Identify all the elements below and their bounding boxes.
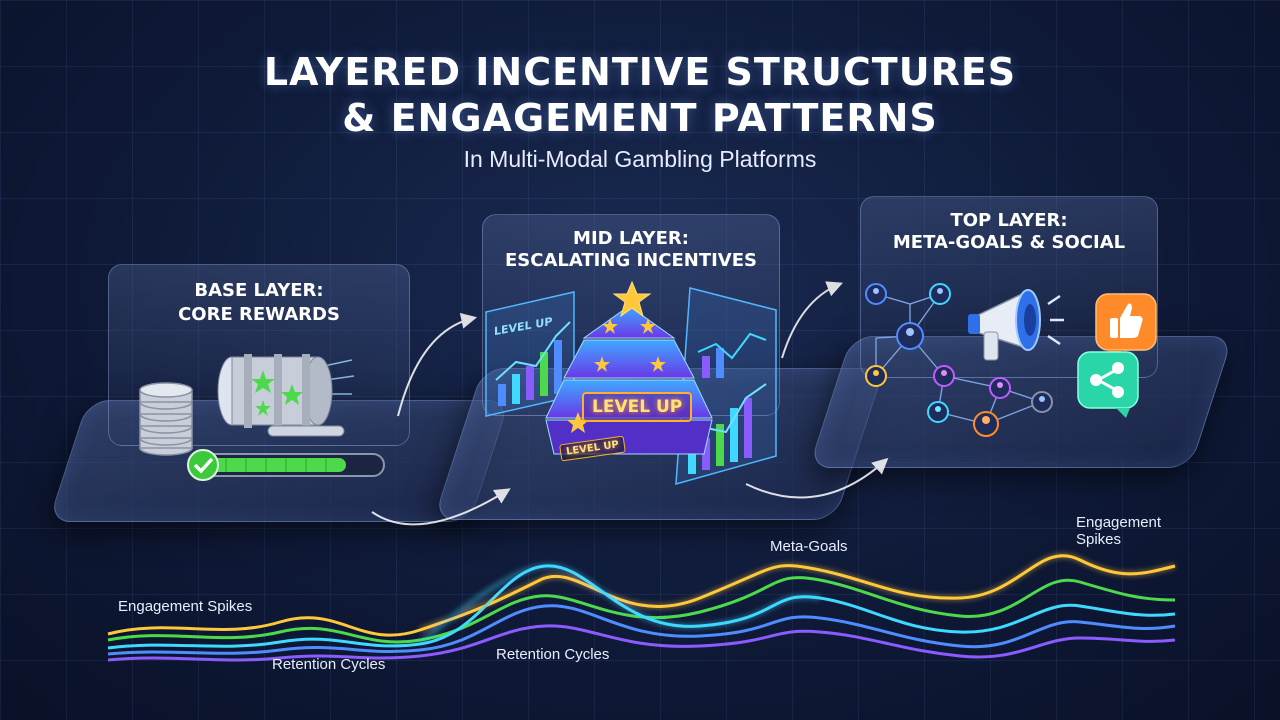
thumbs-up-icon: [1095, 293, 1157, 360]
megaphone-icon: [968, 289, 1064, 361]
wave-blue: [107, 604, 1176, 656]
coin-stack-icon: [139, 382, 193, 456]
base-layer-title: BASE LAYER:: [194, 280, 324, 301]
label-engagement-spikes-right-1: Engagement: [1076, 514, 1162, 531]
check-icon: [193, 457, 214, 474]
star-icon: [612, 280, 652, 318]
top-layer-title: TOP LAYER:: [950, 210, 1068, 231]
page-title-line1: LAYERED INCENTIVE STRUCTURES: [263, 50, 1017, 94]
label-engagement-spikes-left: Engagement Spikes: [118, 598, 253, 615]
top-layer-subtitle: META-GOALS & SOCIAL: [892, 232, 1126, 253]
label-retention-cycles-left: Retention Cycles: [272, 656, 386, 673]
page-title-line2: & ENGAGEMENT PATTERNS: [342, 96, 938, 140]
wave-green: [107, 576, 1176, 644]
arrow-base-to-mid: [397, 312, 478, 417]
user-network-icon: [865, 283, 1053, 437]
lever-icon: [267, 425, 345, 437]
slot-reel-icon: [217, 354, 355, 428]
wave-purple: [107, 624, 1176, 662]
arrow-mid-to-top: [781, 281, 843, 359]
arrow-base-to-mid-lower: [371, 488, 511, 526]
page-subtitle: In Multi-Modal Gambling Platforms: [463, 146, 817, 172]
label-engagement-spikes-right-2: Spikes: [1076, 531, 1122, 548]
level-up-badge: LEVEL UP: [582, 392, 693, 422]
progress-bar: [187, 449, 385, 481]
label-retention-cycles-mid: Retention Cycles: [496, 646, 610, 663]
mid-layer-subtitle: ESCALATING INCENTIVES: [505, 250, 757, 271]
base-layer-subtitle: CORE REWARDS: [178, 304, 340, 325]
arrow-mid-to-top-lower: [745, 457, 889, 499]
share-icon: [1077, 351, 1139, 418]
bar-chart-icon: [485, 291, 575, 417]
label-meta-goals: Meta-Goals: [770, 538, 848, 555]
mid-layer-title: MID LAYER:: [573, 228, 689, 249]
